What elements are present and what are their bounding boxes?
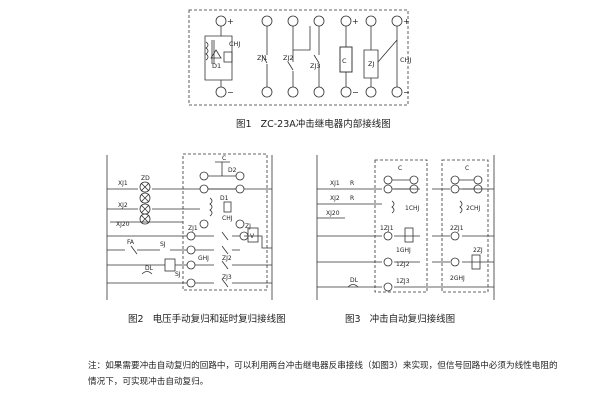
fig2-xj20-label: XJ20 — [116, 221, 130, 228]
fig3-xj20-label: XJ20 — [326, 210, 340, 217]
fig2-d1-label: D1 — [220, 195, 229, 202]
terminal-9 — [391, 86, 403, 98]
fig1-zj2-label: ZJ2 — [283, 54, 294, 62]
fig2-sj-coil-label: SJ — [175, 271, 181, 278]
figure3-caption-text: 冲击自动复归接线图 — [369, 314, 456, 325]
fig3-zj1-label: 1ZJ1 — [380, 225, 394, 232]
fig2-xj1-label: XJ1 — [118, 180, 128, 187]
fig2-zj-label: ZJ — [245, 223, 251, 230]
fig3-r2-label: R — [350, 195, 354, 202]
fig3-chj2-label: 2CHJ — [466, 205, 481, 212]
fig1-c-label: C — [342, 57, 347, 65]
fig2-zj2-label: ZJ2 — [222, 255, 232, 262]
terminal-8 — [215, 15, 227, 27]
fig1-d1-label: D1 — [212, 62, 221, 70]
fig1-plus-right: + — [403, 17, 410, 26]
figure3-caption: 图3 冲击自动复归接线图 — [345, 311, 455, 325]
fig2-d2-label: D2 — [228, 167, 237, 174]
terminal-10b — [215, 86, 227, 98]
figure1-diagram — [188, 9, 409, 106]
fig3-dl-label: DL — [350, 277, 359, 284]
fig3-xj1-label: XJ1 — [330, 180, 340, 187]
fig3-ghj2-label: 2GHJ — [450, 275, 465, 282]
fig2-fa-label: FA — [127, 239, 135, 246]
figure2-caption-text: 电压手动复归和延时复归接线图 — [152, 314, 286, 325]
terminal-12 — [340, 86, 352, 98]
fig3-xj2-label: XJ2 — [330, 195, 340, 202]
fig2-sj-label: SJ — [160, 241, 166, 248]
terminal-13 — [365, 86, 377, 98]
terminal-2 — [365, 15, 377, 27]
terminal-5 — [287, 15, 299, 27]
fig2-zj3-label: ZJ3 — [222, 274, 232, 281]
fig1-plus-left: + — [227, 17, 234, 26]
footnote: 注：如果需要冲击自动复归的回路中，可以利用两台冲击继电器反串接线（如图3）来实现… — [88, 361, 558, 387]
fig2-ghj-label: GHJ — [198, 255, 209, 262]
fig1-zj3-label: ZJ3 — [310, 62, 321, 70]
figure1-caption-number: 图1 — [236, 119, 252, 130]
terminal-1 — [261, 15, 273, 27]
fig2-zj1-label: ZJ1 — [188, 225, 198, 232]
fig2-zd-label: ZD — [141, 175, 150, 182]
figure1-caption: 图1 ZC-23A冲击继电器内部接线图 — [236, 116, 391, 130]
figure2-caption-number: 图2 — [128, 314, 144, 325]
fig2-xj2-label: XJ2 — [118, 202, 128, 209]
fig1-minus-right: − — [403, 88, 410, 97]
terminal-4 — [340, 15, 352, 27]
figure3-caption-number: 图3 — [345, 314, 361, 325]
fig3-zj3-label: 1ZJ3 — [396, 278, 410, 285]
fig1-zj1-label: ZJ1 — [257, 54, 268, 62]
fig3-r1-label: R — [350, 180, 354, 187]
terminal-11 — [261, 86, 273, 98]
fig3-zj1b-label: 2ZJ1 — [450, 225, 464, 232]
fig1-minus-mid: − — [352, 88, 359, 97]
fig1-minus-left: − — [227, 88, 234, 97]
fig3-c2-label: C — [465, 165, 469, 172]
fig2-chj-label: CHJ — [222, 215, 233, 222]
fig3-chj-label: 1CHJ — [405, 205, 420, 212]
figure2-diagram — [106, 153, 273, 300]
figure1-caption-text: ZC-23A冲击继电器内部接线图 — [260, 119, 391, 130]
fig3-zj2b-label: 2ZJ — [473, 247, 483, 254]
fig1-zj-label: ZJ — [368, 60, 374, 68]
fig2-c-label: C — [222, 155, 226, 162]
fig3-zj2-label: 1ZJ2 — [396, 261, 410, 268]
terminal-7 — [313, 86, 325, 98]
figure2-caption: 图2 电压手动复归和延时复归接线图 — [128, 311, 286, 325]
fig3-ghj-label: 1GHJ — [396, 247, 411, 254]
fig1-plus-mid: + — [352, 17, 359, 26]
fig2-dl-label: DL — [145, 265, 154, 272]
figure3-diagram — [316, 155, 495, 300]
terminal-6 — [287, 86, 299, 98]
terminal-3 — [313, 15, 325, 27]
terminal-10 — [391, 15, 403, 27]
fig2-v-label: V — [250, 233, 255, 240]
fig3-c-label: C — [398, 165, 402, 172]
fig1-chj-label: CHJ — [229, 40, 240, 48]
fig1-chj-right-label: CHJ — [400, 56, 411, 64]
